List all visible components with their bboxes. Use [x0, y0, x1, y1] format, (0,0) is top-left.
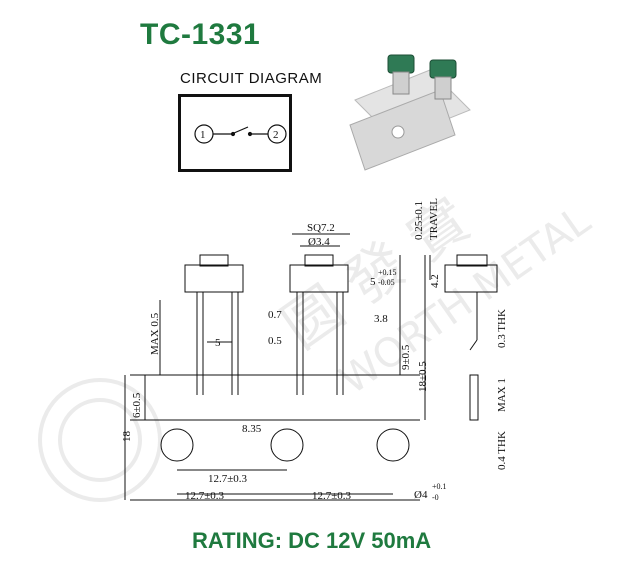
circuit-symbol	[194, 124, 287, 144]
dim-8-35: 8.35	[242, 423, 262, 435]
dim-cap-diameter: Ø3.4	[308, 236, 330, 248]
circuit-diagram-box	[178, 94, 292, 172]
dim-pin-spacing-5: 5	[215, 337, 221, 349]
dim-4-2: 4.2	[429, 274, 441, 288]
dim-12-7-b: 12.7±0.3	[185, 490, 225, 502]
dim-hole-tol-sub: -0	[432, 493, 439, 502]
dim-6: 6±0.5	[131, 392, 143, 418]
dim-travel-label: TRAVEL	[428, 198, 440, 240]
dim-9: 9±0.5	[400, 344, 412, 370]
dim-18: 18	[121, 431, 133, 443]
dim-0-7: 0.7	[268, 309, 282, 321]
dim-height-5-tol-sup: +0.15	[378, 268, 397, 277]
dim-height-5-tol-sub: -0.05	[378, 278, 395, 287]
dim-12-7-c: 12.7±0.3	[312, 490, 352, 502]
dim-18-0-5: 18±0.5	[417, 361, 429, 392]
dim-hole-tol-sup: +0.1	[432, 482, 447, 491]
dim-max-0-5: MAX 0.5	[149, 312, 161, 355]
dim-max-1: MAX 1	[496, 378, 508, 412]
pin2-label: 2	[273, 129, 279, 141]
dim-12-7-a: 12.7±0.3	[208, 473, 248, 485]
rating-label: RATING: DC 12V 50mA	[192, 528, 432, 553]
dim-travel-value: 0.25±0.1	[413, 201, 425, 240]
dim-thk-0-4: 0.4 THK	[496, 431, 508, 470]
drawing-lines	[124, 233, 498, 501]
dim-height-5: 5	[370, 276, 376, 288]
product-title: TC-1331	[140, 18, 261, 51]
dim-hole: Ø4	[414, 489, 428, 501]
dim-sq: SQ7.2	[307, 222, 335, 234]
dim-thk-0-3: 0.3 THK	[496, 309, 508, 348]
dim-3-8: 3.8	[374, 313, 388, 325]
product-photo	[349, 54, 471, 171]
dim-0-5: 0.5	[268, 335, 282, 347]
pin1-label: 1	[200, 129, 206, 141]
circuit-diagram-label: CIRCUIT DIAGRAM	[180, 70, 323, 87]
